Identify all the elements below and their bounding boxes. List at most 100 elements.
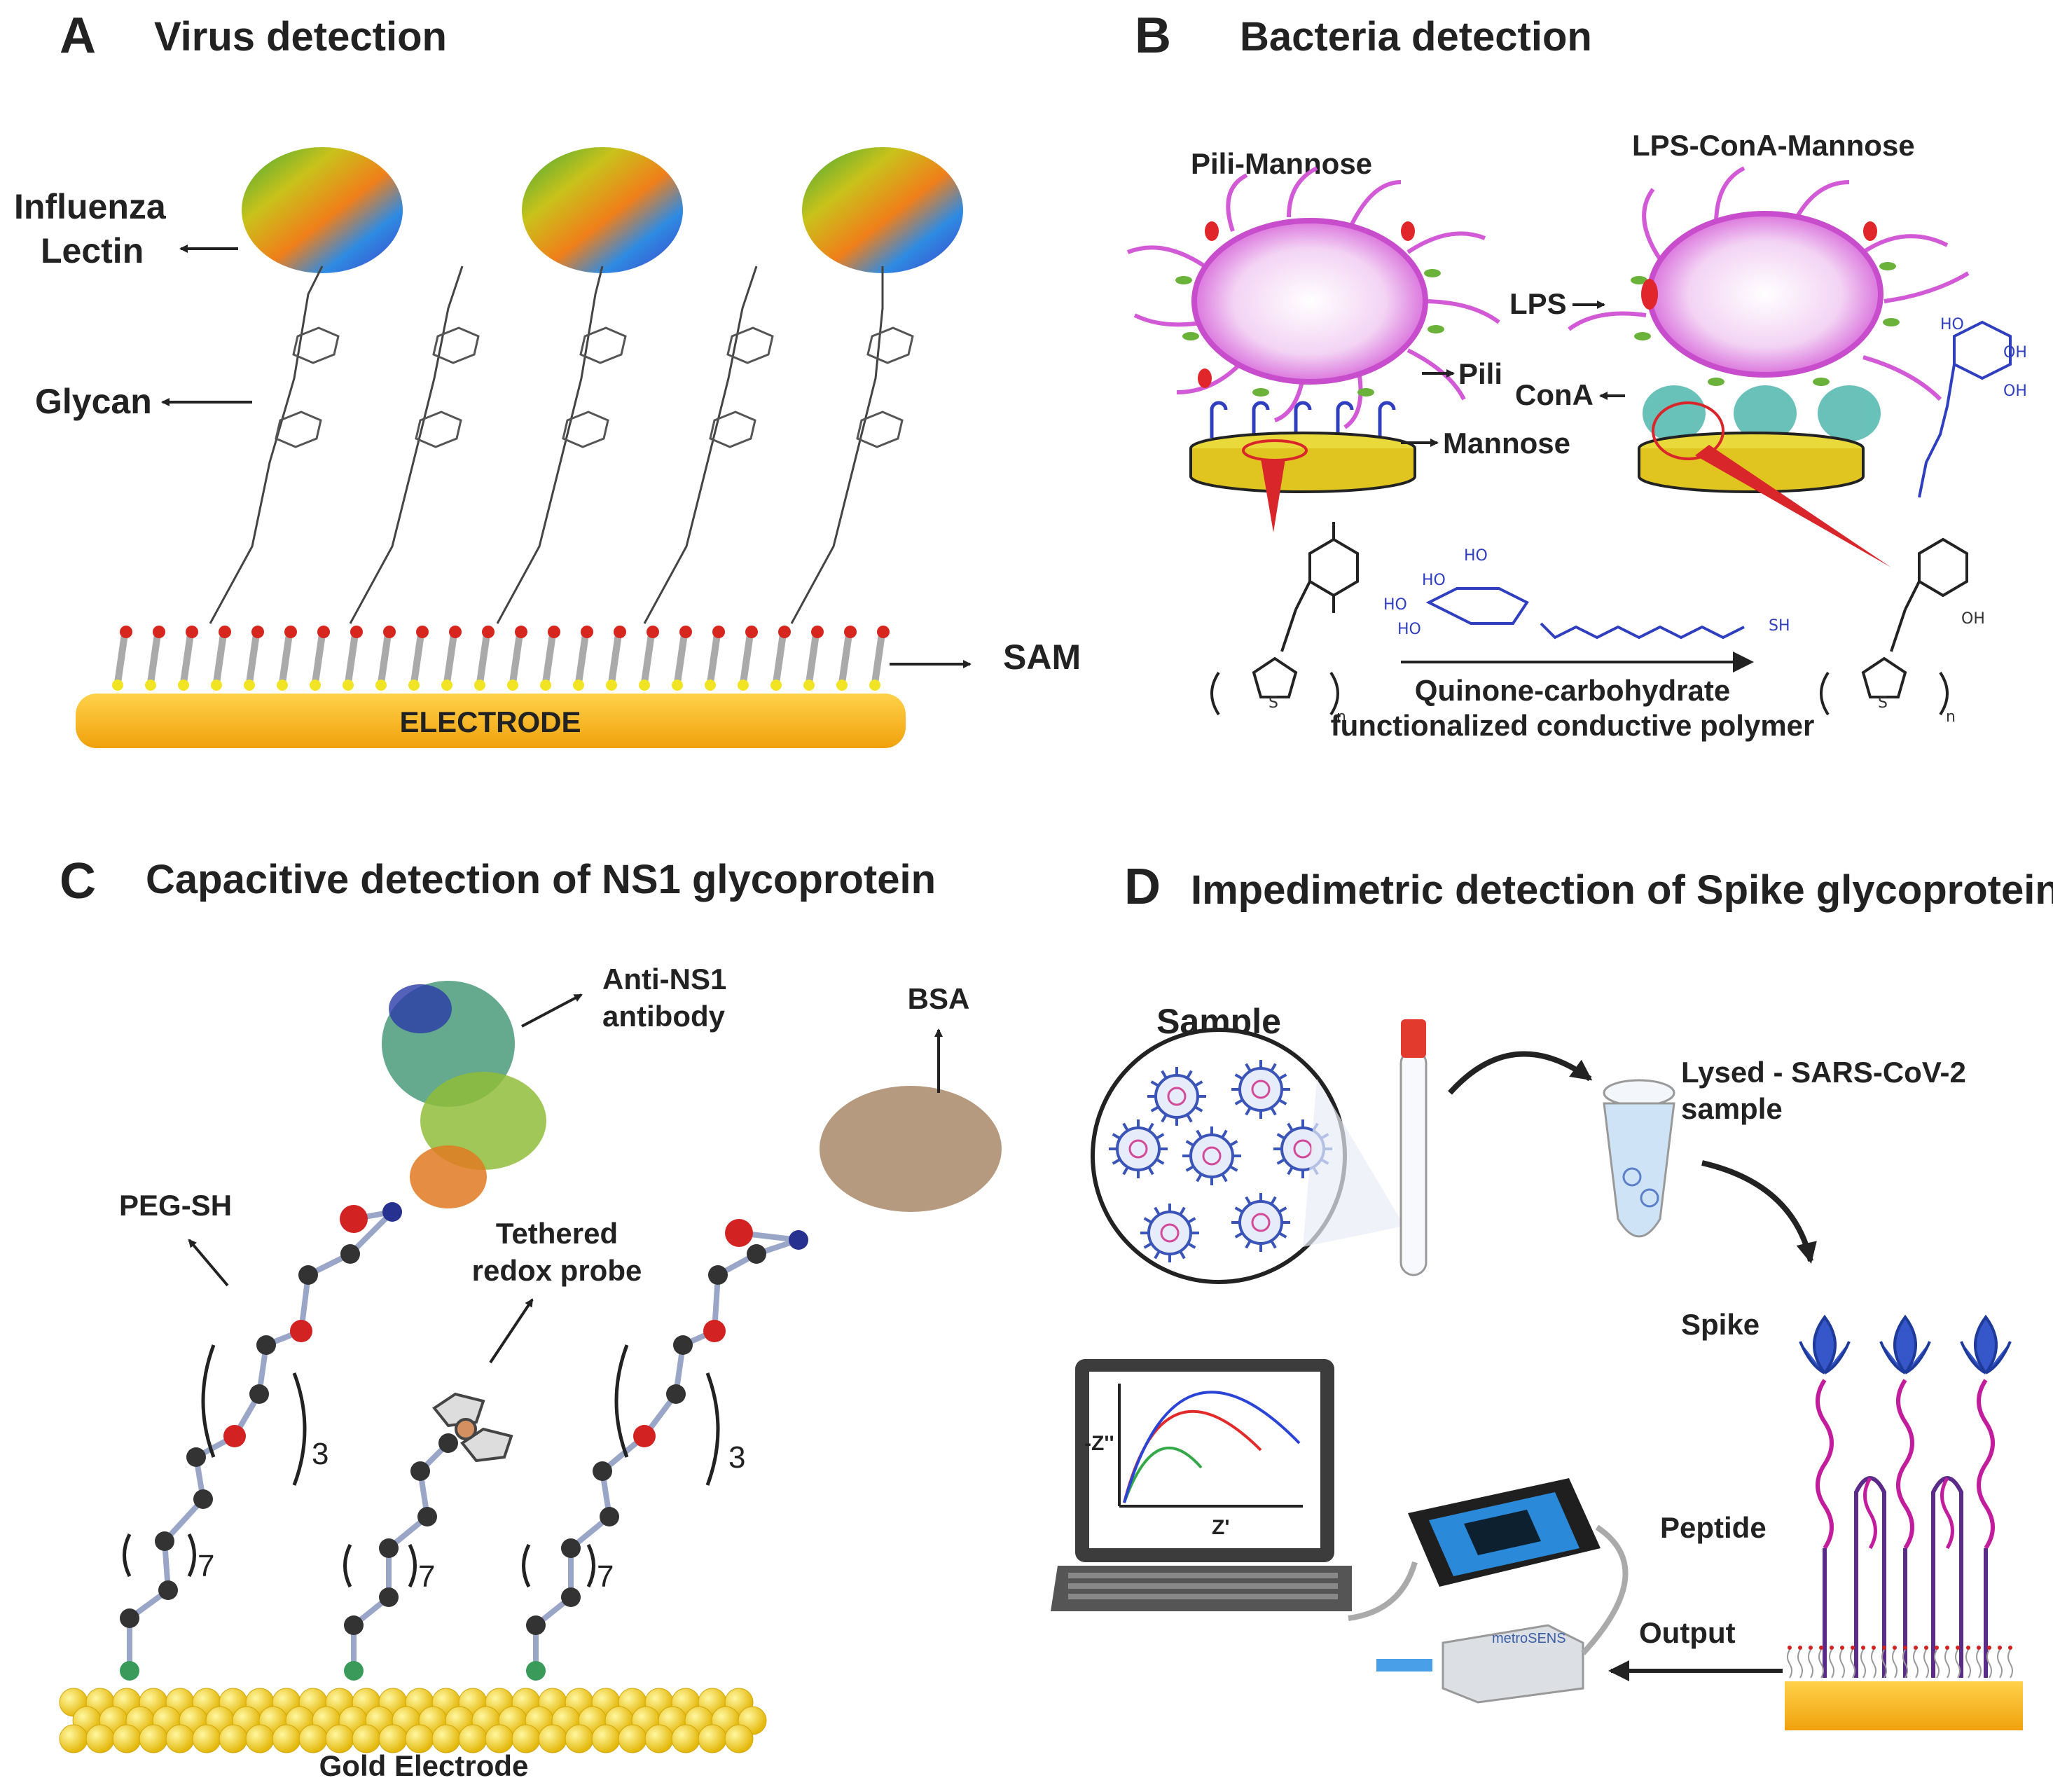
sam-molecule [803,626,824,691]
bsa-chain [526,1219,808,1681]
atom [526,1615,546,1635]
atom [249,1384,269,1404]
virus-envelope [1238,1200,1283,1245]
antibody-arrow [521,993,583,1028]
antibody-label-line1: Anti-NS1 [602,963,726,995]
thiol-head [507,680,518,691]
spacer-head [1987,1646,1991,1650]
lps-dots [1175,269,1444,397]
anti-ns1-antibody [382,981,546,1208]
sam-molecule [375,626,396,691]
device-brand: metroSENS [1492,1631,1566,1646]
sam-chain [180,633,194,684]
thiol-head [277,680,288,691]
redox-tether-chain [344,1433,458,1681]
sam-molecule [738,626,758,691]
atom [158,1580,178,1600]
sam-spacer [1871,1649,1876,1679]
sam-molecule [343,626,363,691]
sam-molecule [705,626,725,691]
lectin-protein [522,147,683,273]
carboxyl-head [647,626,659,638]
influenza-lectin-proteins [242,147,963,273]
sam-molecule [639,626,659,691]
carboxyl-head [350,626,363,638]
sam-spacer [1923,1649,1929,1679]
gold-atom [112,1724,141,1753]
spacer-head [1914,1646,1918,1650]
gold-atom [165,1724,195,1753]
sam-molecule [770,626,791,691]
peptide-tail [1863,1477,1877,1550]
sam-molecule [178,626,198,691]
panel-a-letter: A [60,8,96,64]
sam-label: SAM [1003,637,1081,677]
carboxyl-head [186,626,198,638]
bacterium-cell [1647,211,1883,378]
lectin-protein [242,147,403,273]
atom [223,1425,246,1447]
carboxyl-head [745,626,758,638]
thiol-head [770,680,782,691]
spacer-head [1851,1646,1855,1650]
virus-particle [1140,1204,1199,1262]
sample-tube [1399,1019,1428,1276]
carboxyl-head [548,626,560,638]
thiol-head [639,680,650,691]
sam-spacer [1986,1649,1992,1679]
virus-particle [1231,1193,1290,1252]
subscript-7b: 7 [418,1559,435,1594]
panel-a: A Virus detection Influenza Lectin Glyca… [14,8,1081,748]
spacer-head [1998,1646,2002,1650]
sam-molecule [474,626,495,691]
nyquist-plot: -Z'' Z' [1084,1384,1303,1539]
thiol-head [540,680,551,691]
atom [673,1335,693,1355]
panel-d-letter: D [1124,859,1161,915]
atom [410,1461,430,1481]
carboxyl-head [811,626,824,638]
atom [290,1320,312,1342]
laptop-screen [1089,1372,1320,1548]
thiol-head [244,680,255,691]
bacterium-left [1126,166,1500,532]
spacer-head [1977,1646,1981,1650]
lysed-sample-tube [1603,1079,1675,1238]
carboxyl-head [383,626,396,638]
free-peptide [1854,1476,1886,1678]
pili-label: Pili [1458,357,1502,390]
sam-spacer [1839,1649,1845,1679]
carboxyl-head [679,626,692,638]
thiol-head [310,680,321,691]
virus-envelope [1238,1067,1283,1112]
spike-peptide-unit [1879,1314,1931,1678]
lysed-label-line2: sample [1681,1092,1783,1125]
carboxyl-head [284,626,297,638]
gold-atom [272,1724,301,1753]
sam-spacer [1976,1649,1982,1679]
parentheses [123,1344,720,1588]
chem-n-right-s: S [1878,694,1888,712]
virus-particle [1182,1126,1241,1185]
gold-atom [85,1724,115,1753]
lysed-label-line1: Lysed - SARS-CoV-2 [1681,1056,1966,1089]
sam-spacer [1829,1649,1834,1679]
cona-proteins [1643,385,1881,441]
atom [340,1244,360,1264]
carboxyl-head [877,626,890,638]
sam-molecule [112,626,132,691]
sam-spacer [1997,1649,2003,1679]
spacer-head [1882,1646,1886,1650]
atom [561,1538,581,1558]
atom [256,1335,276,1355]
gold-atom [671,1724,700,1753]
sam-chain [641,633,655,684]
ho-5: HO [1940,316,1964,333]
virus-rna [1167,1087,1187,1106]
carboxyl-head [712,626,725,638]
thiol-head [112,680,123,691]
carboxyl-head [251,626,264,638]
panel-d: D Impedimetric detection of Spike glycop… [1051,859,2053,1730]
thiol-head [738,680,749,691]
